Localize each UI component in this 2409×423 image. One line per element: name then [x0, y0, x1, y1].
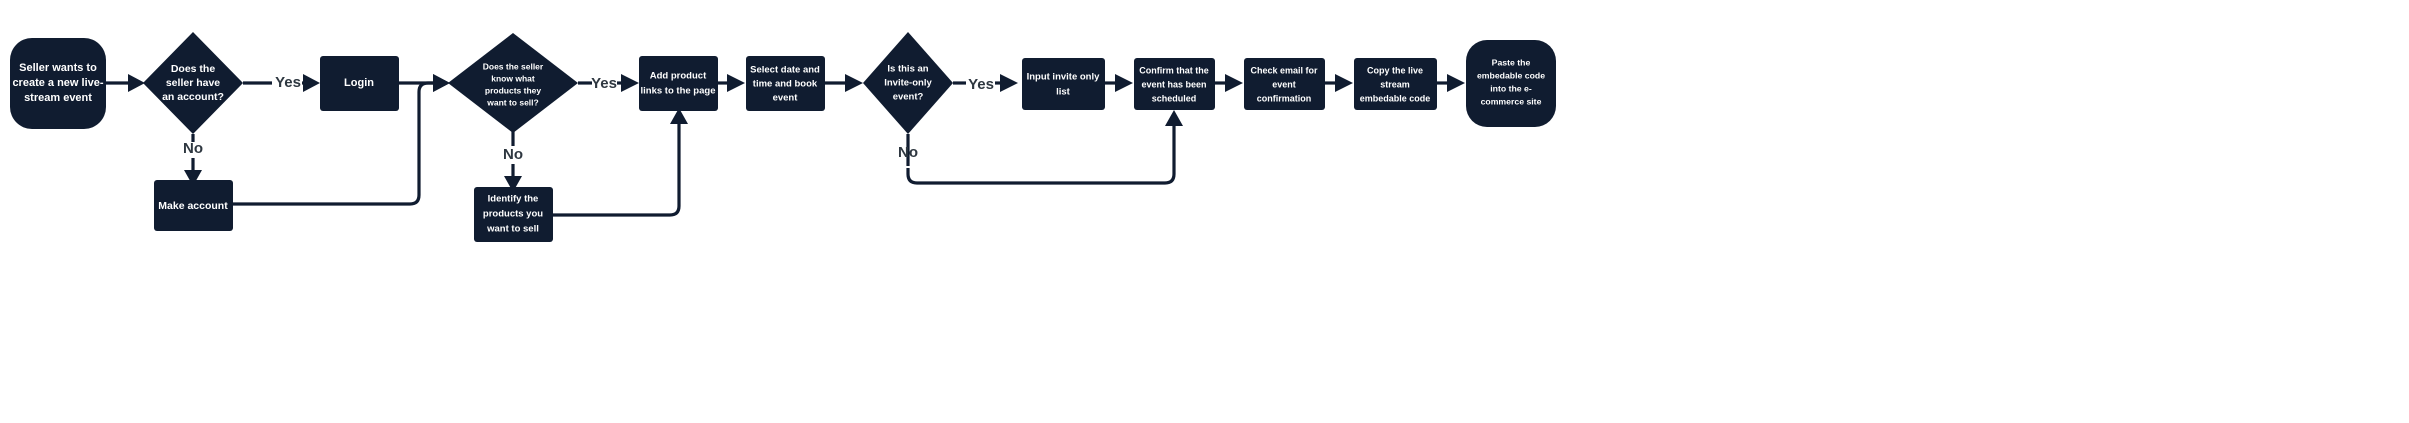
node-check-email[interactable]: Check email for event confirmation: [1244, 58, 1325, 110]
node-invite-only-label-line-2: Invite-only: [884, 78, 932, 89]
node-add-product-links-label-line-2: links to the page: [641, 86, 716, 97]
node-copy-code-label-line-3: embedable code: [1360, 93, 1431, 103]
edge-label-knows-products-no: No: [503, 146, 523, 163]
node-paste-code-label-line-4: commerce site: [1481, 96, 1542, 106]
node-confirm-scheduled-label-line-2: event has been: [1141, 79, 1206, 89]
edge-invite-only-no-to-confirm: [906, 110, 1183, 185]
node-make-account-label: Make account: [158, 200, 228, 212]
edge-add-links-to-select-date: [718, 74, 745, 92]
node-confirm-scheduled[interactable]: Confirm that the event has been schedule…: [1134, 58, 1215, 110]
edge-select-date-to-invite-only: [825, 74, 863, 92]
node-check-email-label-line-1: Check email for: [1250, 65, 1318, 75]
edge-confirm-to-check-email: [1215, 74, 1243, 92]
node-start[interactable]: Seller wants to create a new live- strea…: [10, 38, 106, 129]
node-paste-code-label-line-1: Paste the: [1492, 57, 1531, 67]
node-identify-products-label-line-2: products you: [483, 209, 543, 220]
node-identify-products-label-line-1: Identify the: [488, 194, 539, 205]
edge-labels-layer: Yes No Yes No Yes No: [183, 74, 994, 163]
edge-login-to-knows-products: [399, 74, 450, 92]
node-invite-only-shape[interactable]: [863, 32, 953, 134]
node-make-account-shape[interactable]: [154, 180, 233, 231]
node-knows-products-label-line-3: products they: [485, 85, 541, 95]
node-input-invite-list[interactable]: Input invite only list: [1022, 58, 1105, 110]
nodes-layer: Seller wants to create a new live- strea…: [10, 32, 1556, 242]
edge-label-invite-only-yes: Yes: [968, 76, 994, 93]
node-invite-only-label-line-3: event?: [893, 92, 924, 103]
node-copy-code-label-line-1: Copy the live: [1367, 65, 1423, 75]
edge-label-knows-products-yes: Yes: [591, 75, 617, 92]
node-input-invite-list-label-line-2: list: [1056, 87, 1071, 98]
node-paste-code-label-line-3: into the e-: [1490, 83, 1532, 93]
node-identify-products[interactable]: Identify the products you want to sell: [474, 187, 553, 242]
edge-label-invite-only-no: No: [898, 144, 918, 161]
node-identify-products-label-line-3: want to sell: [486, 224, 539, 235]
node-confirm-scheduled-shape[interactable]: [1134, 58, 1215, 110]
node-has-account-shape[interactable]: [143, 32, 243, 134]
node-add-product-links-shape[interactable]: [639, 56, 718, 111]
node-has-account-label-line-3: an account?: [162, 91, 224, 103]
node-copy-code[interactable]: Copy the live stream embedable code: [1354, 58, 1437, 110]
node-input-invite-list-label-line-1: Input invite only: [1027, 72, 1101, 83]
node-add-product-links[interactable]: Add product links to the page: [639, 56, 718, 111]
node-identify-products-shape[interactable]: [474, 187, 553, 242]
node-paste-code-shape[interactable]: [1466, 40, 1556, 127]
node-has-account-label-line-1: Does the: [171, 63, 216, 75]
node-has-account[interactable]: Does the seller have an account?: [143, 32, 243, 134]
edge-invite-only-yes-to-input-list: [953, 74, 1018, 92]
edge-input-list-to-confirm: [1105, 74, 1133, 92]
edge-knows-products-yes-to-add-links: [578, 74, 639, 92]
node-copy-code-shape[interactable]: [1354, 58, 1437, 110]
node-login[interactable]: Login: [320, 56, 399, 111]
node-start-label-line-1: Seller wants to: [19, 62, 97, 74]
node-check-email-label-line-3: confirmation: [1257, 93, 1312, 103]
node-knows-products-shape[interactable]: [448, 33, 578, 133]
node-check-email-shape[interactable]: [1244, 58, 1325, 110]
node-confirm-scheduled-label-line-1: Confirm that the: [1139, 65, 1209, 75]
node-login-shape[interactable]: [320, 56, 399, 111]
node-confirm-scheduled-label-line-3: scheduled: [1152, 93, 1197, 103]
node-paste-code-label-line-2: embedable code: [1477, 70, 1545, 80]
edge-has-account-no-to-make-account: [184, 134, 202, 186]
node-has-account-label-line-2: seller have: [166, 77, 220, 89]
edge-identify-to-add-links: [553, 108, 688, 217]
node-paste-code[interactable]: Paste the embedable code into the e- com…: [1466, 40, 1556, 127]
node-select-date-label-line-3: event: [773, 93, 799, 104]
node-start-label-line-2: create a new live-: [12, 77, 103, 89]
node-invite-only-label-line-1: Is this an: [887, 64, 928, 75]
node-select-date-label-line-2: time and book: [753, 79, 818, 90]
node-invite-only[interactable]: Is this an Invite-only event?: [863, 32, 953, 134]
node-knows-products-label-line-1: Does the seller: [483, 61, 544, 71]
node-copy-code-label-line-2: stream: [1380, 79, 1410, 89]
node-add-product-links-label-line-1: Add product: [650, 71, 707, 82]
node-input-invite-list-shape[interactable]: [1022, 58, 1105, 110]
node-make-account[interactable]: Make account: [154, 180, 233, 231]
node-knows-products-label-line-4: want to sell?: [486, 97, 538, 107]
node-start-shape[interactable]: [10, 38, 106, 129]
node-knows-products[interactable]: Does the seller know what products they …: [448, 33, 578, 133]
node-select-date[interactable]: Select date and time and book event: [746, 56, 825, 111]
node-select-date-shape[interactable]: [746, 56, 825, 111]
edge-copy-code-to-paste-code: [1437, 74, 1465, 92]
node-login-label: Login: [344, 77, 374, 89]
node-start-label-line-3: stream event: [24, 92, 92, 104]
node-select-date-label-line-1: Select date and: [750, 65, 820, 76]
node-knows-products-label-line-2: know what: [491, 73, 535, 83]
edge-has-account-yes-to-login: [243, 74, 320, 92]
edge-label-has-account-no: No: [183, 140, 203, 157]
edges-layer: [106, 74, 1465, 217]
edge-check-email-to-copy-code: [1325, 74, 1353, 92]
edge-label-has-account-yes: Yes: [275, 74, 301, 91]
node-check-email-label-line-2: event: [1272, 79, 1296, 89]
edge-start-to-has-account: [106, 74, 145, 92]
